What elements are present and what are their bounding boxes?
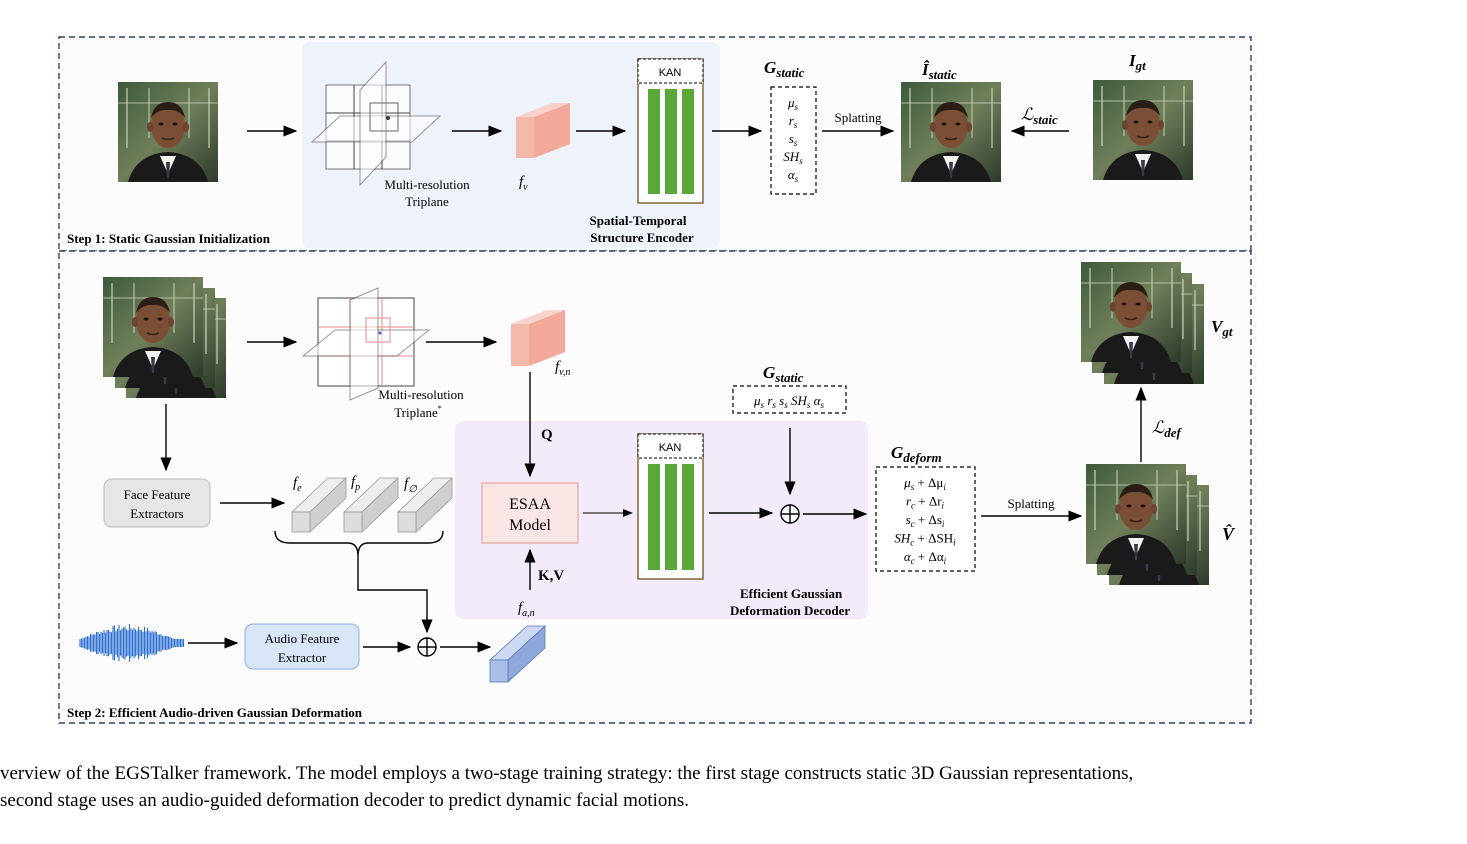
feature-block-fv xyxy=(516,103,570,158)
merge-plus-node xyxy=(780,504,800,524)
audio-waveform xyxy=(79,624,185,662)
v-hat-label: V̂ xyxy=(1222,524,1236,544)
feature-block-fvn xyxy=(511,310,565,366)
fv-label: fv xyxy=(519,174,528,193)
esaa-label-line1: ESAA xyxy=(509,496,551,513)
g-deform-param: sc + Δsi xyxy=(906,512,945,529)
ground-truth-portrait xyxy=(1092,79,1194,181)
loss-static: ℒstaic xyxy=(1021,105,1058,127)
triplane-step1 xyxy=(310,60,442,187)
rendered-static-portrait xyxy=(900,81,1002,183)
caption-line1: verview of the EGSTalker framework. The … xyxy=(0,763,1134,784)
loss-def: ℒdef xyxy=(1152,418,1183,440)
step1-label: Step 1: Static Gaussian Initialization xyxy=(67,231,271,246)
g-deform-param: rc + Δri xyxy=(906,494,945,511)
fan-label: fa,n xyxy=(518,600,535,619)
esaa-label-line2: Model xyxy=(509,517,551,534)
audio-extractor-label-line1: Audio Feature xyxy=(265,631,340,646)
encoder-label-line1: Spatial-Temporal xyxy=(589,213,686,228)
kan-label-step1: KAN xyxy=(659,67,682,79)
face-extractor-label-line2: Extractors xyxy=(130,506,183,521)
esaa-model-box xyxy=(481,482,579,544)
input-video-frames xyxy=(102,276,227,399)
triplane-step2 xyxy=(301,287,431,401)
face-extractor-label-line1: Face Feature xyxy=(124,487,191,502)
figure-caption: verview of the EGSTalker framework. The … xyxy=(0,760,1467,814)
g-static-param: αs xyxy=(788,167,799,184)
decoder-label-line1: Efficient Gaussian xyxy=(740,586,843,601)
fp-label: fp xyxy=(351,474,360,493)
g-deform-param: μs + Δμi xyxy=(903,475,946,492)
triplane-label-line2: Triplane xyxy=(405,194,449,209)
i-static-title: Îstatic xyxy=(921,60,957,82)
fphi-label: f∅ xyxy=(404,476,418,495)
feature-block-fan xyxy=(488,625,547,683)
i-gt-title: Igt xyxy=(1128,51,1146,73)
input-portrait xyxy=(117,81,219,183)
kan-block-step1 xyxy=(637,58,704,204)
g-static-inline-box xyxy=(732,385,847,414)
kan-label-step2: KAN xyxy=(659,442,682,454)
triplane2-label-line2: Triplane* xyxy=(394,404,442,420)
face-feature-extractor-box xyxy=(103,478,211,528)
g-static-param: μs xyxy=(787,95,799,112)
splatting-label-step1: Splatting xyxy=(835,110,882,125)
fvn-label: fv,n xyxy=(555,359,570,378)
g-static-title-step2: Gstatic xyxy=(763,363,804,385)
g-deform-param: αc + Δαi xyxy=(904,549,947,566)
ground-truth-video-frames xyxy=(1080,261,1205,385)
splatting-label-step2: Splatting xyxy=(1008,496,1055,511)
g-static-inline-params: μs rs ss SHs αs xyxy=(753,393,824,410)
g-deform-param-box xyxy=(875,466,976,572)
kv-label: K,V xyxy=(538,568,564,584)
face-feature-blocks xyxy=(290,477,454,533)
g-static-title-step1: Gstatic xyxy=(764,58,805,80)
decoder-label-line2: Deformation Decoder xyxy=(730,603,850,618)
step2-label: Step 2: Efficient Audio-driven Gaussian … xyxy=(67,705,363,720)
audio-plus-node xyxy=(417,637,437,657)
g-static-param: rs xyxy=(789,113,798,130)
triplane-label-line1: Multi-resolution xyxy=(384,177,470,192)
g-deform-param: SHc + ΔSHi xyxy=(894,531,956,548)
triplane2-label-line1: Multi-resolution xyxy=(378,387,464,402)
fe-label: fe xyxy=(293,475,302,494)
g-static-param-box xyxy=(770,86,817,195)
audio-extractor-label-line2: Extractor xyxy=(278,650,327,665)
v-gt-label: Vgt xyxy=(1211,317,1233,339)
g-deform-title: Gdeform xyxy=(891,443,942,465)
caption-line2: second stage uses an audio-guided deform… xyxy=(0,790,690,811)
g-static-param: SHs xyxy=(783,149,803,166)
g-static-param: ss xyxy=(789,131,798,148)
audio-feature-extractor-box xyxy=(244,623,360,670)
q-label: Q xyxy=(541,427,553,443)
encoder-label-line2: Structure Encoder xyxy=(590,230,694,245)
kan-block-step2 xyxy=(637,433,704,580)
rendered-video-frames xyxy=(1085,463,1210,586)
